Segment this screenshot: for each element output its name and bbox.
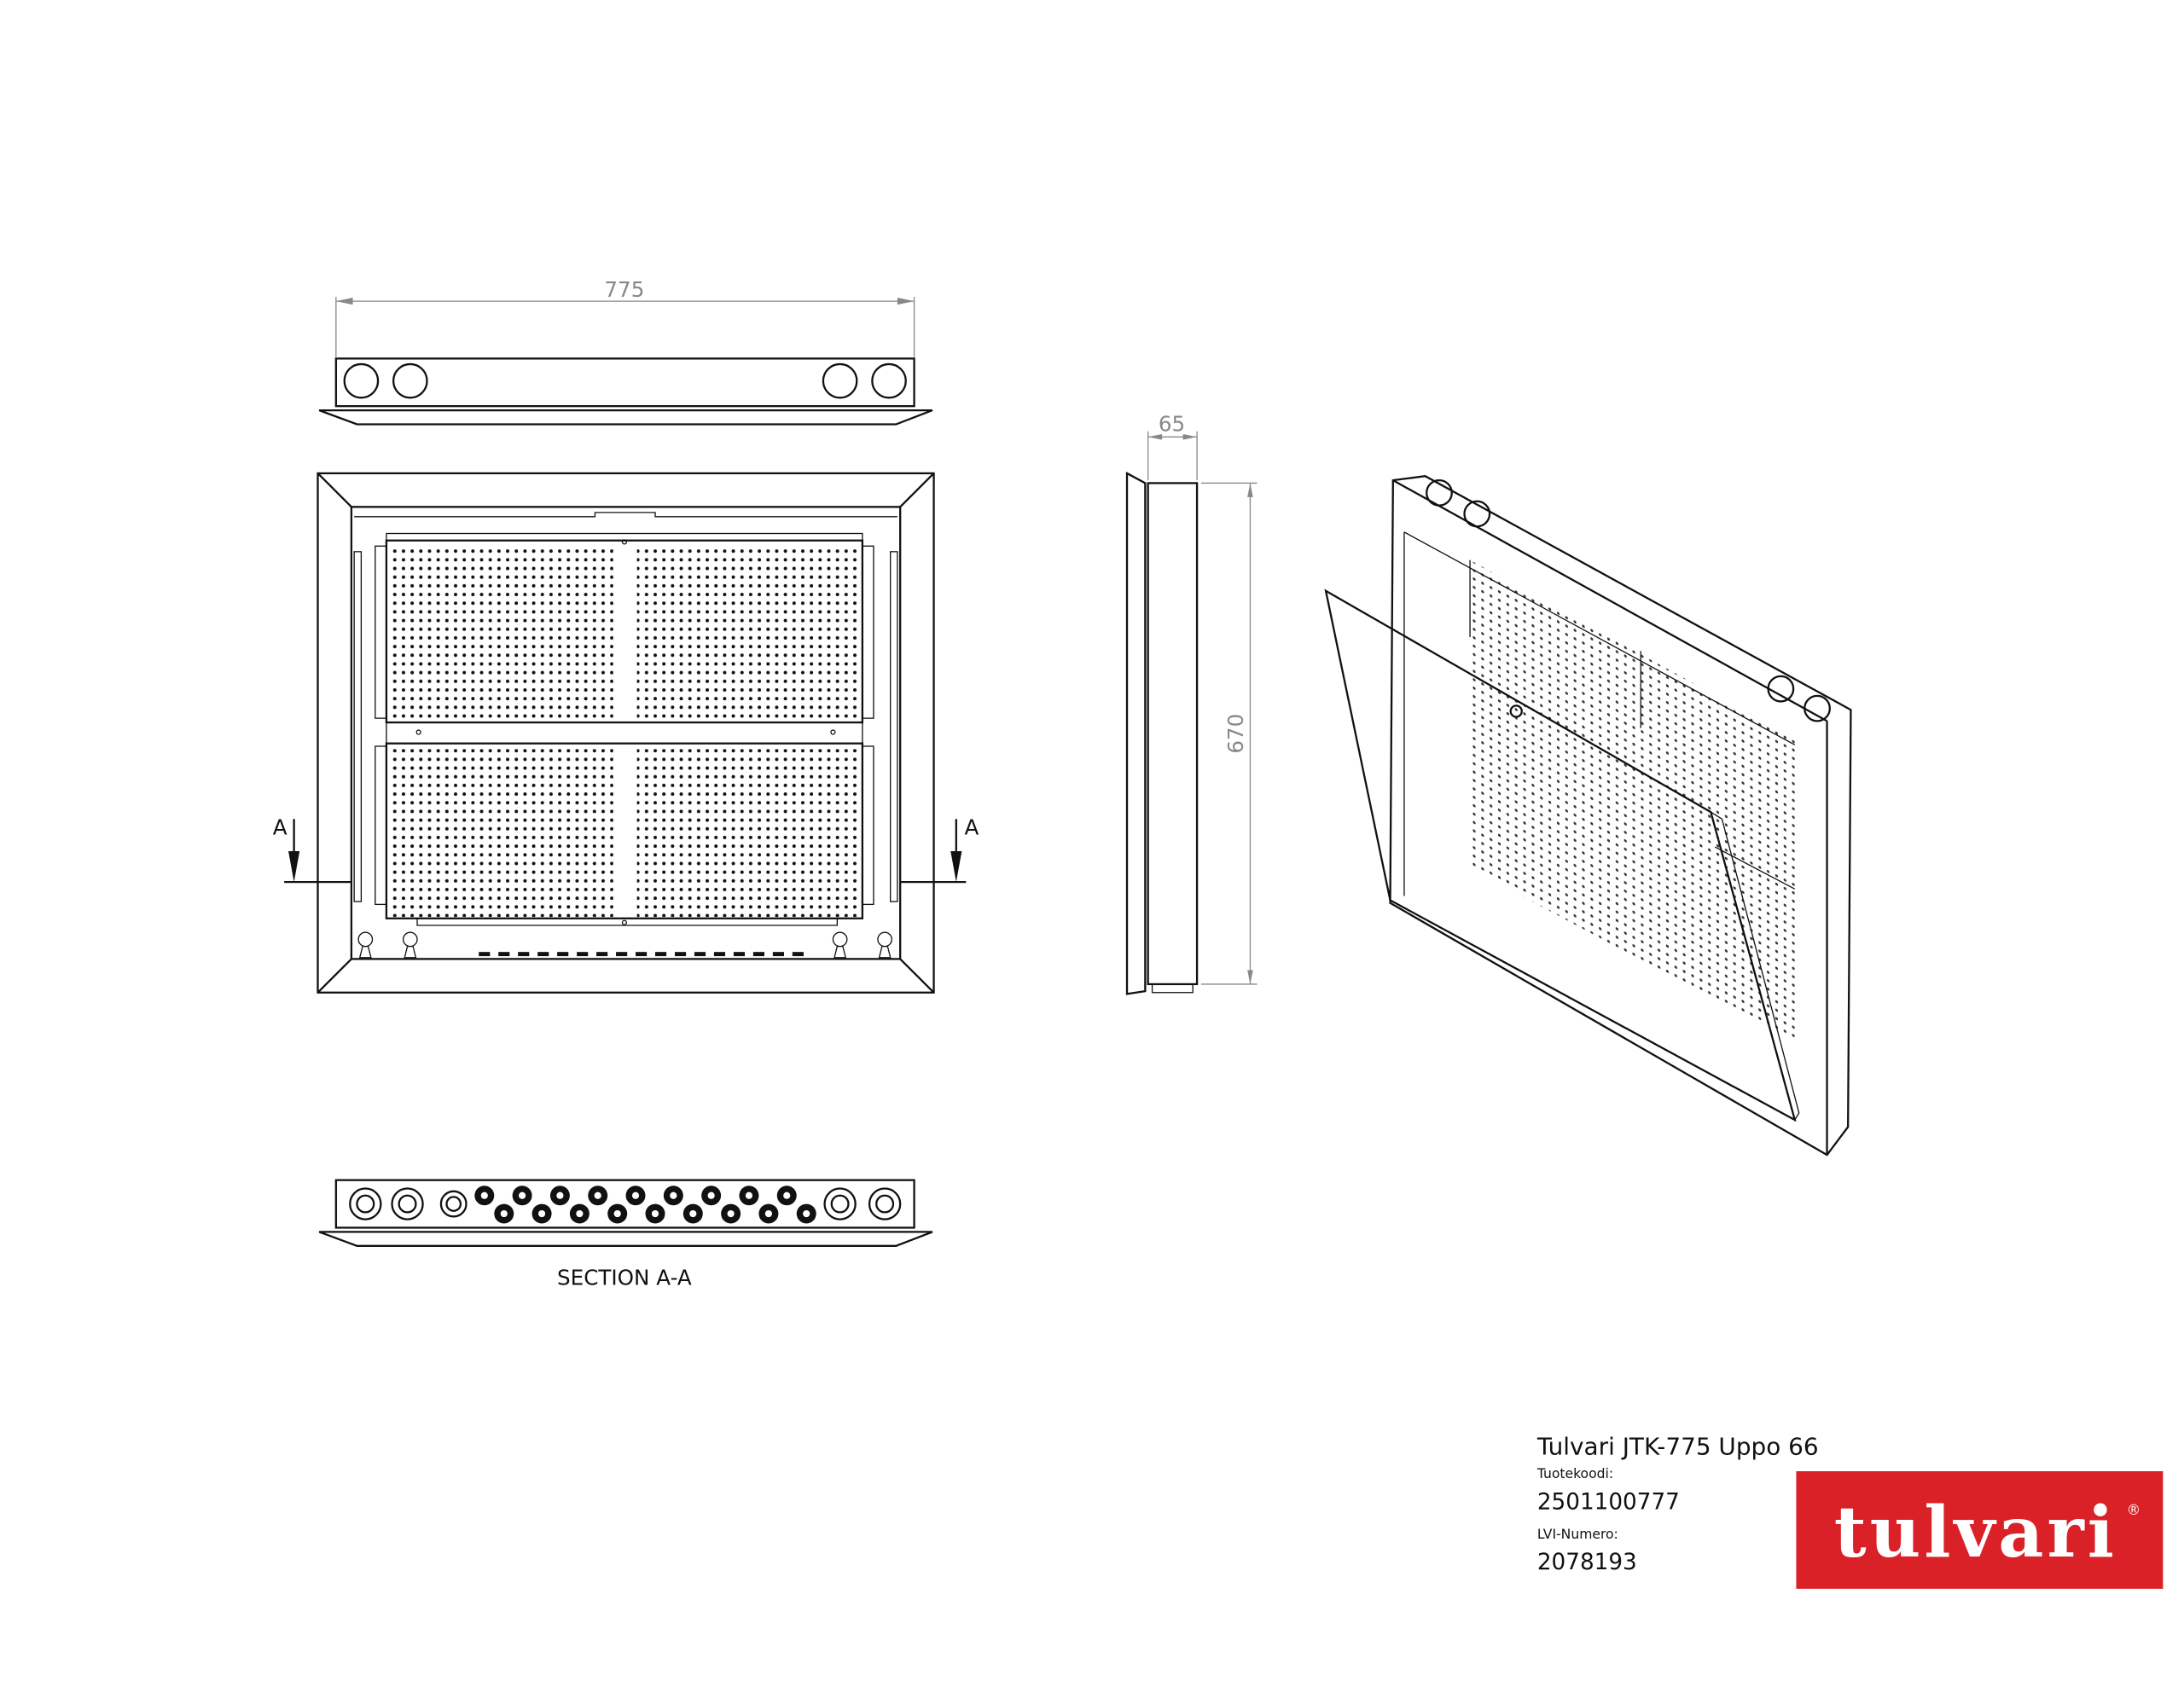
width-dimension: 775 — [604, 277, 644, 302]
section-marker-right: A — [964, 815, 979, 839]
top-view: 775 — [318, 277, 933, 426]
product-code: 2501100777 — [1537, 1489, 1680, 1515]
title-block: Tulvari JTK-775 Uppo 66 Tuotekoodi: 2501… — [1536, 1432, 1819, 1575]
section-marker-left: A — [273, 815, 288, 839]
lvi-label: LVI-Numero: — [1537, 1527, 1618, 1542]
lvi-number: 2078193 — [1537, 1550, 1637, 1575]
section-label: SECTION A-A — [557, 1266, 692, 1290]
front-view: A A — [273, 472, 979, 994]
registered-mark: ® — [2127, 1502, 2140, 1518]
height-dimension: 670 — [1223, 714, 1248, 754]
product-code-label: Tuotekoodi: — [1536, 1466, 1613, 1481]
product-name: Tulvari JTK-775 Uppo 66 — [1536, 1432, 1819, 1460]
logo-text: tulvari — [1834, 1492, 2114, 1574]
side-view: 65 670 — [1125, 412, 1258, 995]
isometric-view — [1324, 475, 1852, 1157]
tulvari-logo: tulvari ® — [1796, 1471, 2164, 1589]
depth-dimension: 65 — [1159, 412, 1185, 437]
section-view: SECTION A-A — [318, 1179, 933, 1290]
